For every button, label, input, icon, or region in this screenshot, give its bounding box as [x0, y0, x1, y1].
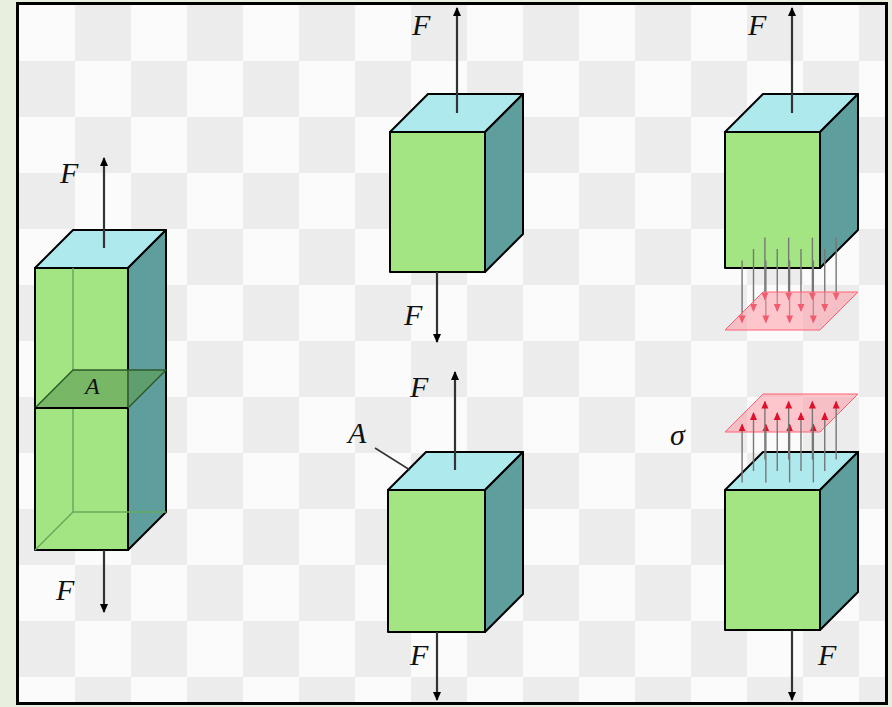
hidden-edge — [35, 512, 73, 550]
force-arrow — [456, 8, 458, 113]
upper-stressed-body — [725, 94, 858, 268]
side-face — [820, 452, 858, 630]
stress-label: σ — [670, 420, 685, 450]
force-label: F — [410, 372, 428, 402]
force-label: F — [60, 158, 78, 188]
bar-with-section — [35, 230, 166, 550]
front-face — [725, 490, 820, 630]
stress-arrow — [753, 413, 754, 471]
force-arrow — [436, 272, 438, 342]
lower-stressed-body — [725, 452, 858, 630]
stress-plane — [725, 394, 858, 432]
force-label: F — [412, 10, 430, 40]
front-face — [35, 268, 128, 550]
stress-arrow — [800, 413, 801, 471]
lower-free-body — [388, 452, 523, 632]
area-label: A — [348, 418, 366, 448]
stress-arrow — [835, 238, 836, 300]
stress-arrow — [764, 238, 765, 300]
force-label: F — [56, 575, 74, 605]
force-arrow — [103, 158, 105, 248]
side-face — [485, 94, 523, 272]
force-label: F — [818, 640, 836, 670]
stress-arrow — [764, 402, 765, 460]
side-face — [820, 94, 858, 268]
front-face — [388, 490, 485, 632]
section-line — [35, 407, 128, 409]
force-arrow — [791, 8, 793, 113]
side-face — [485, 452, 523, 632]
stress-arrow — [788, 238, 789, 300]
force-arrow — [791, 630, 793, 700]
stress-arrow — [812, 238, 813, 300]
stress-plane — [725, 292, 858, 330]
force-label: F — [404, 300, 422, 330]
front-face — [390, 132, 485, 272]
force-label: F — [748, 10, 766, 40]
force-label: F — [410, 640, 428, 670]
stress-arrow — [824, 413, 825, 471]
hidden-edge — [72, 408, 74, 512]
stress-arrow — [812, 402, 813, 460]
upper-free-body — [390, 94, 523, 272]
leader-line — [375, 448, 410, 470]
hidden-edge — [73, 511, 166, 513]
force-arrow — [454, 372, 456, 470]
force-arrow — [103, 550, 105, 612]
force-arrow — [436, 632, 438, 700]
hidden-edge — [72, 268, 74, 370]
section-plane — [35, 370, 166, 408]
stress-arrow — [741, 424, 742, 482]
front-face — [725, 132, 820, 268]
area-label: A — [85, 374, 100, 398]
stress-arrow — [835, 402, 836, 460]
stress-arrow — [777, 413, 778, 471]
stress-arrow — [788, 402, 789, 460]
